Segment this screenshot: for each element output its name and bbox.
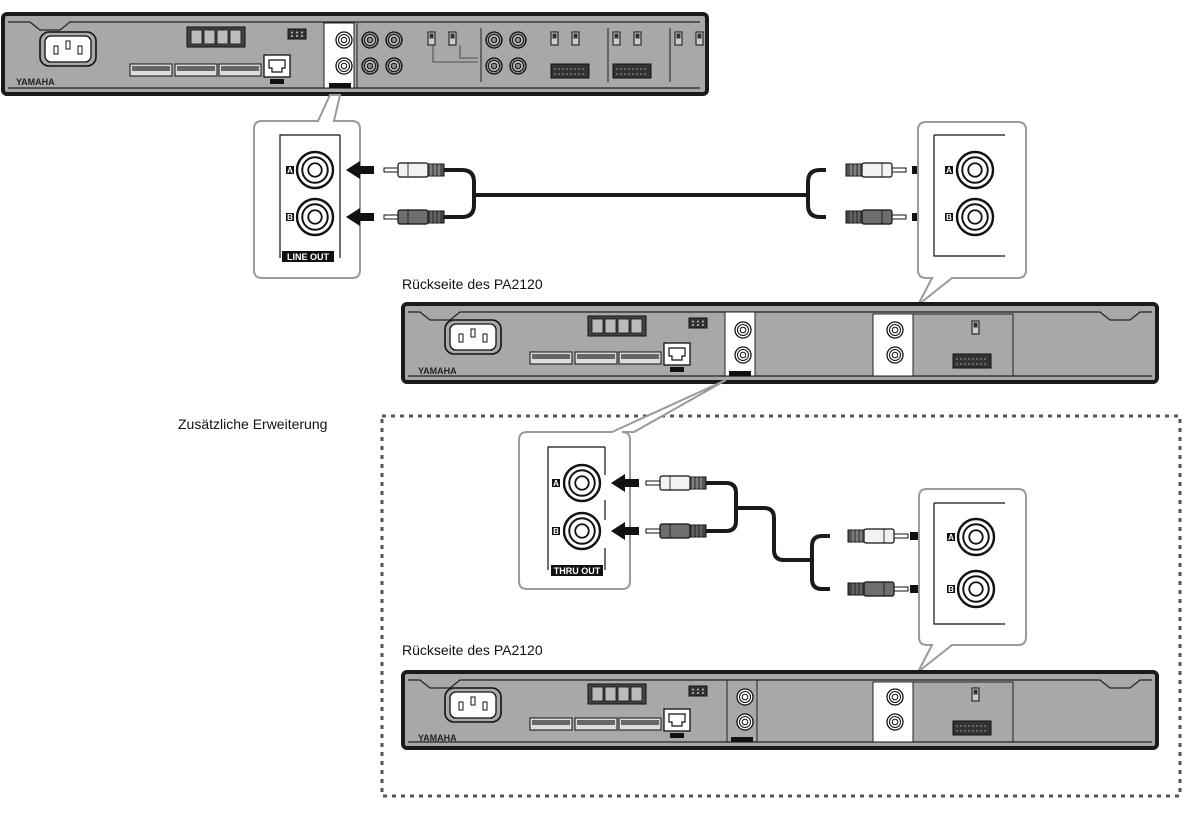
amp1-input-callout: A B [917,121,1027,306]
input-b-jack-icon [955,197,995,237]
euroblock-icon [174,63,218,77]
card-connector-icon [952,353,992,369]
switch-icon [571,31,580,46]
rca-plug-red-icon [645,523,707,539]
input-a-jack-icon [886,321,904,339]
switch-icon [695,31,704,46]
switch-icon [674,31,683,46]
channel-a-label: A [553,479,559,488]
amp2-caption: Rückseite des PA2120 [402,642,543,658]
thru-out-b-jack-icon [734,346,752,364]
amp2-brand-logo: YAMAHA [418,733,457,743]
card-connector-icon [550,63,590,79]
switch-icon [971,687,980,702]
input-a-jack-icon [956,517,996,557]
rca-plug-white-icon [645,475,707,491]
switch-icon [550,31,559,46]
rca-plug-white-icon [383,162,445,178]
header-icon [688,685,708,697]
euroblock-icon [574,717,618,731]
rca-plug-red-icon [383,209,445,225]
rca-jack-icon [385,57,403,75]
euroblock-icon [618,351,662,365]
euroblock-icon [529,351,573,365]
power-inlet-icon [444,319,502,355]
input-a-jack-icon [886,688,904,706]
rca-cable-2 [706,481,830,591]
rca-plug-white-icon [845,162,907,178]
thru-out-b-jack-icon [562,511,602,551]
line-out-b-jack-icon [335,57,353,75]
amp2-rear-panel: YAMAHA [401,670,1159,750]
header-icon [688,317,708,329]
switch-icon [427,31,436,46]
line-out-b-jack-icon [295,197,335,237]
rca-plug-red-icon [847,581,909,597]
power-inlet-icon [39,31,97,67]
rca-cable-1 [444,168,826,219]
thru-out-a-jack-icon [734,321,752,339]
line-out-a-jack-icon [295,150,335,190]
euroblock-icon [218,63,262,77]
card-connector-icon [612,63,652,79]
source-brand-logo: YAMAHA [16,77,55,87]
channel-b-label: B [946,213,952,222]
euroblock-icon [618,717,662,731]
power-inlet-icon [444,687,502,723]
euroblock-icon [574,351,618,365]
switch-icon [612,31,621,46]
channel-a-label: A [287,166,293,175]
input-b-jack-icon [956,569,996,609]
switch-icon [448,31,457,46]
rca-plug-red-icon [845,209,907,225]
amp1-rear-panel: YAMAHA [401,302,1159,384]
rca-jack-icon [485,31,503,49]
thru-out-a-jack-icon [562,463,602,503]
channel-b-label: B [948,585,954,594]
thru-out-panel-label: THRU OUT [554,566,601,576]
line-out-callout: A B LINE OUT [253,94,361,279]
channel-b-label: B [553,527,559,536]
line-out-panel-label: LINE OUT [287,252,330,262]
euroblock-icon [529,717,573,731]
expansion-group-border [380,414,1182,798]
rca-jack-icon [361,57,379,75]
expansion-caption: Zusätzliche Erweiterung [178,416,327,432]
header-icon [287,28,307,40]
input-b-jack-icon [886,346,904,364]
rca-plug-white-icon [847,528,909,544]
card-connector-icon [952,720,992,736]
channel-a-badge [286,166,294,174]
thru-out-a-jack-icon [736,688,754,706]
speaker-terminal-icon [186,26,246,48]
channel-a-label: A [946,166,952,175]
euroblock-icon [129,63,173,77]
amp1-caption: Rückseite des PA2120 [402,276,543,292]
rca-jack-icon [509,57,527,75]
rca-jack-icon [485,57,503,75]
line-out-a-jack-icon [335,31,353,49]
rca-jack-icon [509,31,527,49]
channel-a-label: A [948,533,954,542]
switch-icon [633,31,642,46]
input-b-jack-icon [886,713,904,731]
switch-icon [971,320,980,335]
thru-out-b-jack-icon [736,713,754,731]
rca-jack-icon [361,31,379,49]
rca-jack-icon [385,31,403,49]
channel-b-label: B [287,213,293,222]
speaker-terminal-icon [587,315,647,337]
source-device-rear-panel: YAMAHA [1,12,709,96]
amp2-input-callout: A B [917,488,1027,673]
input-a-jack-icon [955,150,995,190]
speaker-terminal-icon [587,683,647,705]
channel-b-badge [286,213,294,221]
amp1-brand-logo: YAMAHA [418,366,457,376]
